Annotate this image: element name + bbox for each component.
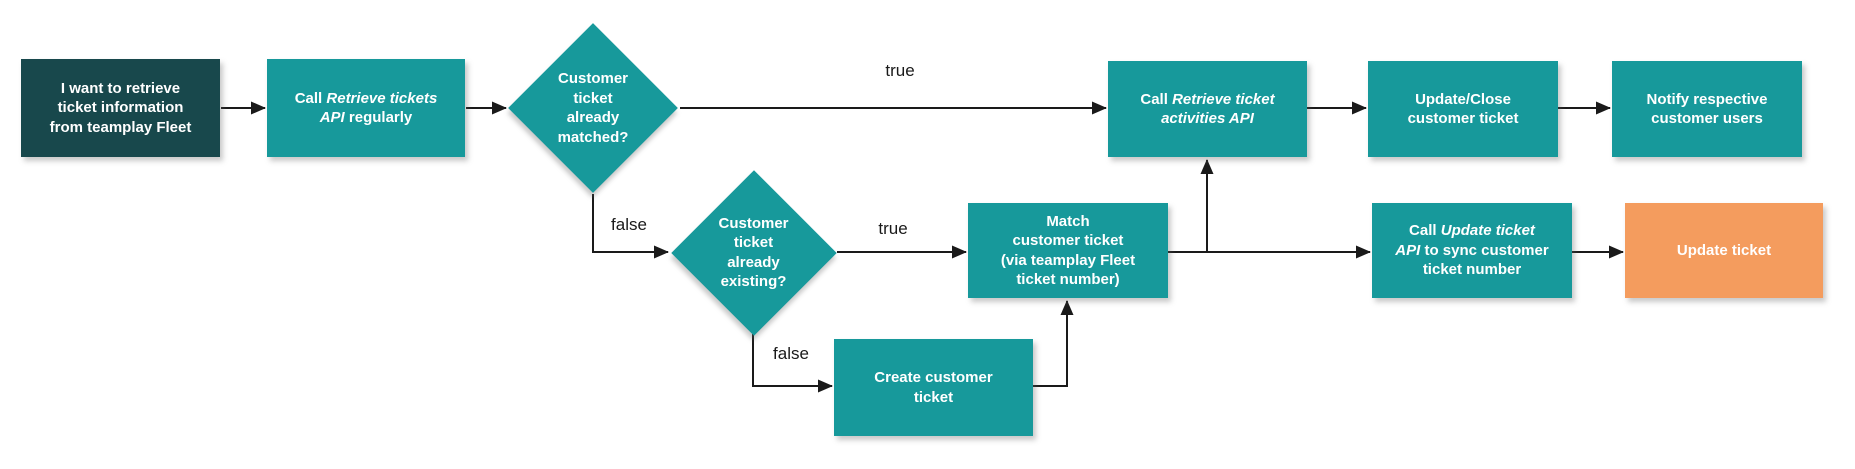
process-node-call-retrieve-tickets-api: Call Retrieve tickets API regularly — [267, 59, 465, 157]
edge-label-existing-true: true — [878, 219, 908, 238]
process-node-create-customer-ticket: Create customer ticket — [834, 339, 1033, 436]
process-node-label: Call Update ticket API to sync customer … — [1395, 222, 1549, 279]
edge-label-existing-false: false — [773, 344, 809, 363]
process-node-label: Create customer ticket — [874, 369, 993, 406]
decision-node-customer-ticket-existing: Customer ticket already existing? — [670, 169, 837, 336]
decision-node-customer-ticket-matched: Customer ticket already matched? — [508, 22, 678, 194]
start-node-label: I want to retrieve ticket information fr… — [49, 79, 192, 136]
terminal-node-label: Update ticket — [1676, 241, 1772, 259]
process-node-label: Notify respective customer users — [1646, 90, 1768, 128]
connector-create-ticket-to-match-ticket — [1033, 300, 1074, 387]
start-node-retrieve-ticket-information: I want to retrieve ticket information fr… — [21, 59, 220, 157]
terminal-node-update-ticket: Update ticket — [1625, 203, 1823, 298]
process-node-notify-respective-customer-users: Notify respective customer users — [1612, 61, 1802, 157]
process-node-update-close-customer-ticket: Update/Close customer ticket — [1368, 61, 1558, 157]
decision-node-label: Customer ticket already existing? — [718, 214, 789, 291]
process-node-match-customer-ticket: Match customer ticket (via teamplay Flee… — [968, 203, 1168, 298]
process-node-label: Match customer ticket (via teamplay Flee… — [1000, 212, 1136, 289]
edge-label-matched-false: false — [611, 215, 647, 234]
process-node-label: Update/Close customer ticket — [1407, 90, 1519, 128]
process-node-call-retrieve-ticket-activities-api: Call Retrieve ticket activities API — [1108, 61, 1307, 157]
edge-label-matched-true: true — [885, 61, 915, 80]
process-node-call-update-ticket-api: Call Update ticket API to sync customer … — [1372, 203, 1572, 298]
process-node-label: Call Retrieve tickets API regularly — [294, 89, 438, 127]
decision-node-label: Customer ticket already matched? — [557, 70, 629, 146]
process-node-label: Call Retrieve ticket activities API — [1140, 90, 1275, 128]
